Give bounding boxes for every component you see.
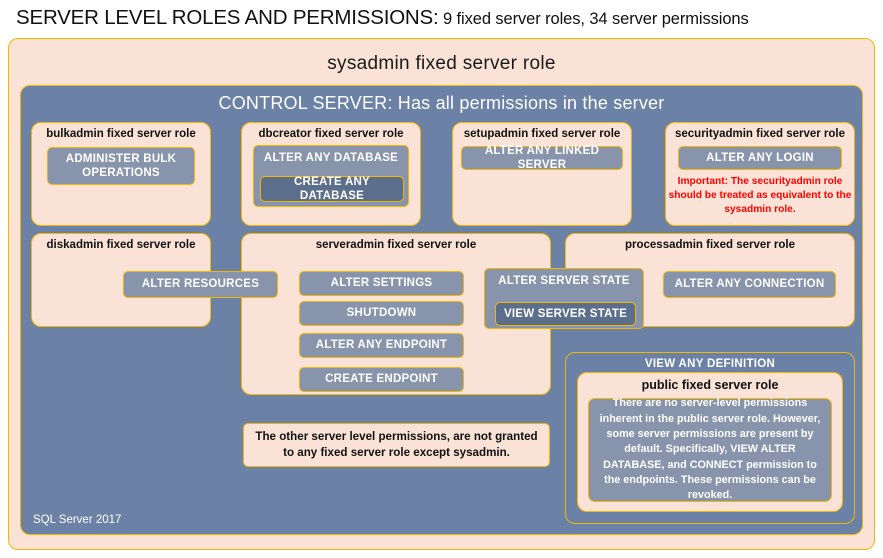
permission-alter-resources[interactable]: ALTER RESOURCES	[123, 271, 278, 298]
permission-create-any-database[interactable]: CREATE ANY DATABASE	[260, 176, 404, 202]
permission-alter-any-linked-server[interactable]: ALTER ANY LINKED SERVER	[461, 145, 623, 171]
permission-administer-bulk-operations[interactable]: ADMINISTER BULK OPERATIONS	[47, 147, 195, 185]
footer-version-label: SQL Server 2017	[33, 514, 122, 526]
permission-alter-any-connection[interactable]: ALTER ANY CONNECTION	[663, 271, 836, 298]
permission-alter-any-database-label: ALTER ANY DATABASE	[263, 152, 399, 164]
permission-shutdown[interactable]: SHUTDOWN	[299, 301, 464, 326]
page-title-main: SERVER LEVEL ROLES AND PERMISSIONS:	[16, 6, 439, 29]
serveradmin-role-title: serveradmin fixed server role	[315, 239, 477, 251]
sysadmin-role-label: sysadmin fixed server role	[327, 53, 556, 74]
dbcreator-role-title: dbcreator fixed server role	[258, 128, 404, 140]
bulkadmin-role-title: bulkadmin fixed server role	[46, 128, 196, 140]
control-server-label: CONTROL SERVER: Has all permissions in t…	[218, 93, 665, 113]
permission-alter-any-endpoint[interactable]: ALTER ANY ENDPOINT	[299, 333, 464, 358]
permission-alter-server-state-label: ALTER SERVER STATE	[498, 275, 630, 287]
setupadmin-role-box	[452, 122, 632, 226]
page-title: SERVER LEVEL ROLES AND PERMISSIONS: 9 fi…	[16, 6, 876, 34]
permission-alter-any-login[interactable]: ALTER ANY LOGIN	[678, 146, 842, 170]
permission-create-endpoint[interactable]: CREATE ENDPOINT	[299, 367, 464, 392]
securityadmin-important-note: Important: The securityadmin role should…	[668, 176, 852, 215]
public-role-title: public fixed server role	[641, 378, 779, 392]
securityadmin-role-box	[665, 122, 855, 226]
securityadmin-role-title: securityadmin fixed server role	[674, 128, 846, 140]
permission-alter-settings[interactable]: ALTER SETTINGS	[299, 271, 464, 296]
setupadmin-role-title: setupadmin fixed server role	[463, 128, 621, 140]
diskadmin-role-title: diskadmin fixed server role	[46, 239, 196, 251]
page-title-sub: 9 fixed server roles, 34 server permissi…	[438, 10, 749, 28]
processadmin-role-title: processadmin fixed server role	[624, 239, 796, 251]
public-role-description: There are no server-level permissions in…	[588, 397, 832, 502]
permission-view-server-state[interactable]: VIEW SERVER STATE	[495, 302, 636, 326]
permission-view-any-definition[interactable]: VIEW ANY DEFINITION	[644, 358, 776, 370]
other-permissions-note: The other server level permissions, are …	[243, 423, 550, 467]
